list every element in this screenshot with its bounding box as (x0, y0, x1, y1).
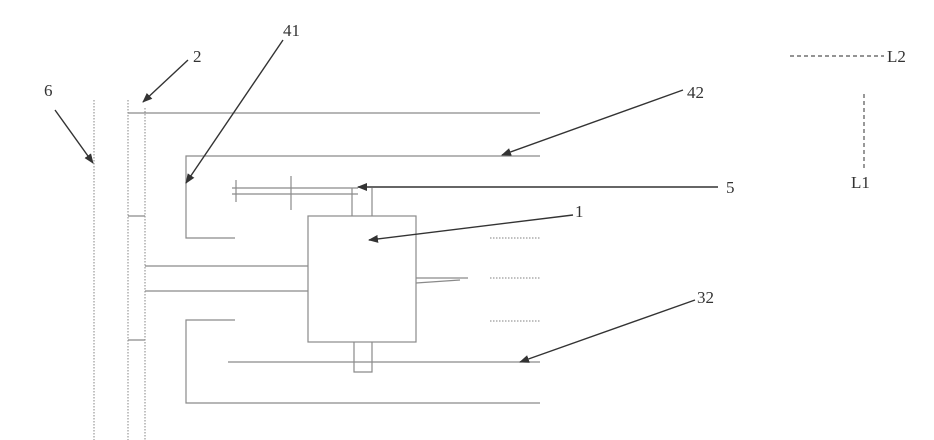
label-42: 42 (687, 83, 704, 102)
label-1: 1 (575, 202, 584, 221)
label-2: 2 (193, 47, 202, 66)
rail-to-box-connectors (145, 266, 308, 291)
label-32: 32 (697, 288, 714, 307)
label-6: 6 (44, 81, 53, 100)
component-1-box (308, 216, 468, 372)
label-41: 41 (283, 21, 300, 40)
component-5-rod (232, 176, 372, 216)
leader-arrows (55, 40, 718, 362)
label-L1: L1 (851, 173, 870, 192)
component-32-bracket (186, 320, 540, 403)
label-5: 5 (726, 178, 735, 197)
right-short-lines (490, 238, 540, 321)
legend-direction (790, 56, 884, 170)
reference-labels: 6 2 41 42 5 1 32 L2 L1 (44, 21, 906, 307)
label-L2: L2 (887, 47, 906, 66)
component-2-rail (128, 100, 145, 440)
